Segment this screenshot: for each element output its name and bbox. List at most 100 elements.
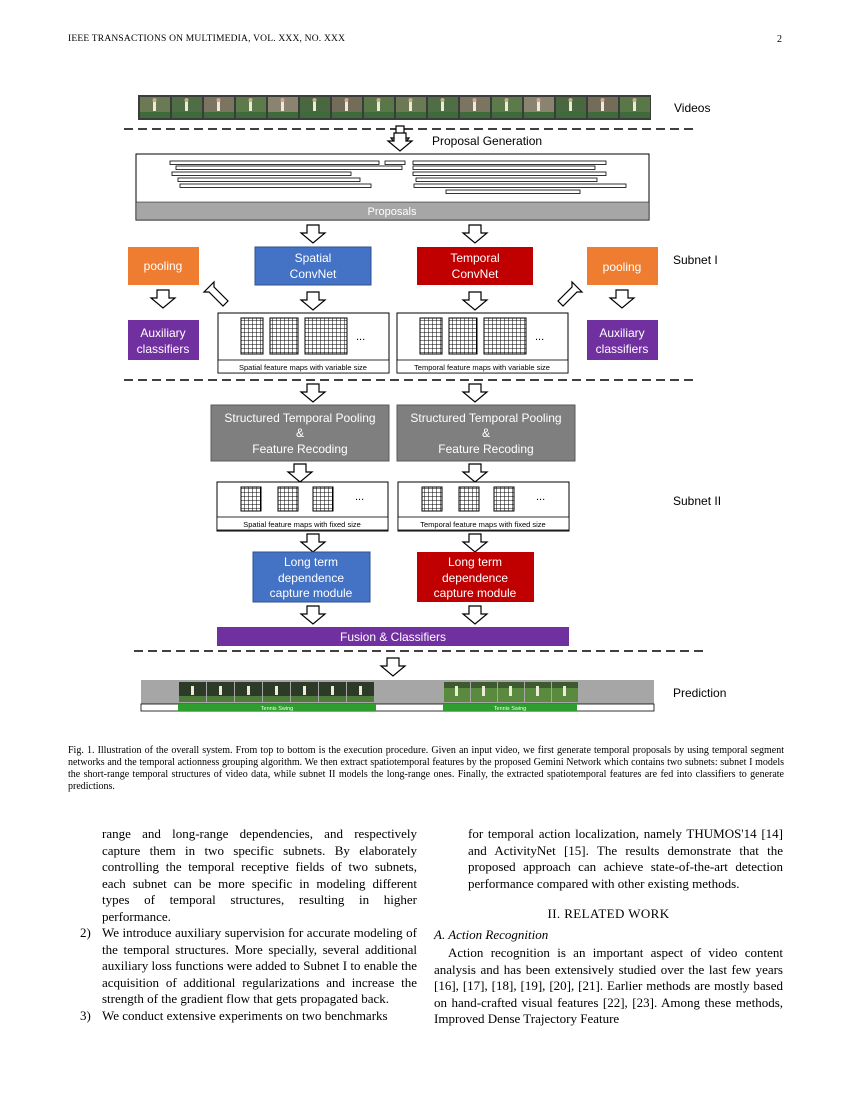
- down-arrow-icon: [461, 224, 489, 244]
- stp-right-box: Structured Temporal Pooling & Feature Re…: [396, 404, 576, 462]
- svg-text:Temporal feature maps with fix: Temporal feature maps with fixed size: [420, 520, 545, 529]
- svg-text:Temporal feature maps with var: Temporal feature maps with variable size: [414, 363, 550, 372]
- system-figure: Videos Proposal Generation Proposals poo…: [124, 95, 726, 712]
- svg-text:Spatial feature maps with fixe: Spatial feature maps with fixed size: [243, 520, 361, 529]
- svg-text:...: ...: [356, 331, 365, 343]
- svg-text:dependence: dependence: [278, 571, 344, 585]
- pooling-left-box: pooling: [128, 247, 199, 285]
- diagonal-arrow-icon: [557, 280, 584, 307]
- prediction-label: Prediction: [673, 686, 726, 700]
- svg-text:Structured Temporal Pooling: Structured Temporal Pooling: [224, 411, 375, 425]
- proposal-bar: [384, 160, 406, 165]
- proposal-bar: [177, 177, 361, 182]
- running-title: IEEE TRANSACTIONS ON MULTIMEDIA, VOL. XX…: [68, 34, 346, 44]
- videos-label: Videos: [674, 101, 710, 115]
- svg-text:capture module: capture module: [270, 586, 353, 600]
- svg-text:Auxiliary: Auxiliary: [140, 326, 185, 340]
- down-arrow-icon: [461, 383, 489, 403]
- temporal-convnet-box: Temporal ConvNet: [417, 247, 533, 285]
- svg-text:Structured Temporal Pooling: Structured Temporal Pooling: [410, 411, 561, 425]
- svg-text:...: ...: [535, 331, 544, 343]
- proposals-box: Proposals: [135, 153, 650, 221]
- ltd-left-box: Long term dependence capture module: [252, 551, 371, 603]
- aux-classifiers-left: Auxiliary classifiers: [128, 320, 199, 360]
- down-arrow-icon: [461, 291, 489, 311]
- down-arrow-icon: [299, 291, 327, 311]
- proposal-bars: [169, 160, 627, 194]
- proposal-bar: [415, 177, 598, 182]
- svg-text:Fusion & Classifiers: Fusion & Classifiers: [340, 630, 446, 644]
- continued-paragraph: for temporal action localization, namely…: [468, 826, 783, 891]
- svg-text:Long term: Long term: [284, 555, 338, 569]
- svg-text:Temporal: Temporal: [450, 251, 499, 265]
- down-arrow-icon: [299, 533, 327, 553]
- svg-text:&: &: [482, 426, 490, 440]
- down-arrow-icon: [149, 289, 177, 309]
- subsection-title: A. Action Recognition: [434, 926, 549, 942]
- svg-text:Spatial: Spatial: [295, 251, 332, 265]
- proposals-label: Proposals: [368, 206, 417, 218]
- down-arrow-icon: [461, 533, 489, 553]
- down-arrow-icon: [608, 289, 636, 309]
- svg-text:&: &: [296, 426, 304, 440]
- svg-text:ConvNet: ConvNet: [452, 267, 499, 281]
- spatial-feature-maps-variable: ... Spatial feature maps with variable s…: [217, 312, 390, 374]
- subnet-2-label: Subnet II: [673, 494, 721, 508]
- body-paragraph: Action recognition is an important aspec…: [434, 945, 783, 1026]
- prediction-strip: Tennis Swing Tennis Swing: [140, 680, 655, 712]
- down-arrow-icon: [386, 132, 414, 152]
- down-arrow-icon: [286, 463, 314, 483]
- svg-text:Feature Recoding: Feature Recoding: [438, 442, 533, 456]
- figure-caption: Fig. 1. Illustration of the overall syst…: [68, 745, 784, 792]
- down-arrow-icon: [299, 383, 327, 403]
- section-title: II. RELATED WORK: [547, 906, 670, 921]
- page-number: 2: [777, 34, 782, 45]
- proposal-generation-label: Proposal Generation: [432, 134, 542, 148]
- svg-text:ConvNet: ConvNet: [290, 267, 337, 281]
- svg-text:Spatial feature maps with vari: Spatial feature maps with variable size: [239, 363, 367, 372]
- svg-text:pooling: pooling: [603, 260, 642, 274]
- spatial-convnet-box: Spatial ConvNet: [254, 246, 372, 286]
- proposal-bar: [175, 165, 403, 170]
- proposal-bar: [412, 165, 596, 170]
- contribution-item: 3) We conduct extensive experiments on t…: [68, 1008, 417, 1025]
- left-column: range and long-range dependencies, and r…: [68, 826, 417, 1024]
- down-arrow-icon: [299, 605, 327, 625]
- right-column: for temporal action localization, namely…: [434, 826, 783, 1028]
- list-text: We conduct extensive experiments on two …: [102, 1007, 388, 1023]
- stp-left-box: Structured Temporal Pooling & Feature Re…: [210, 404, 390, 462]
- svg-text:...: ...: [355, 491, 364, 503]
- down-arrow-icon: [379, 657, 407, 677]
- svg-text:classifiers: classifiers: [137, 342, 190, 356]
- proposal-bar: [445, 189, 581, 194]
- tennis-swing-label: Tennis Swing: [494, 706, 526, 712]
- temporal-feature-maps-variable: ... Temporal feature maps with variable …: [396, 312, 569, 374]
- fusion-classifiers-box: Fusion & Classifiers: [217, 627, 569, 646]
- down-arrow-icon: [461, 605, 489, 625]
- proposal-bar: [413, 183, 627, 188]
- aux-classifiers-right: Auxiliary classifiers: [587, 320, 658, 360]
- svg-text:pooling: pooling: [144, 259, 183, 273]
- svg-text:Feature Recoding: Feature Recoding: [252, 442, 347, 456]
- proposal-bar: [169, 160, 380, 165]
- svg-text:capture module: capture module: [434, 586, 517, 600]
- tennis-swing-label: Tennis Swing: [261, 706, 293, 712]
- temporal-feature-maps-fixed: ... Temporal feature maps with fixed siz…: [397, 481, 570, 532]
- proposal-bar: [412, 160, 607, 165]
- subnet-1-label: Subnet I: [673, 253, 718, 267]
- svg-text:Auxiliary: Auxiliary: [599, 326, 644, 340]
- ltd-right-box: Long term dependence capture module: [417, 552, 534, 602]
- list-number: 3): [80, 1007, 91, 1023]
- spatial-feature-maps-fixed: ... Spatial feature maps with fixed size: [216, 481, 389, 532]
- list-text: We introduce auxiliary supervision for a…: [102, 925, 417, 1006]
- video-strip: [138, 95, 651, 120]
- list-number: 2): [80, 925, 91, 940]
- proposal-bar: [179, 183, 372, 188]
- proposal-bar: [171, 171, 352, 176]
- continued-paragraph: range and long-range dependencies, and r…: [102, 826, 417, 924]
- contribution-item: 2) We introduce auxiliary supervision fo…: [68, 925, 417, 1008]
- svg-text:classifiers: classifiers: [596, 342, 649, 356]
- svg-text:dependence: dependence: [442, 571, 508, 585]
- down-arrow-icon: [461, 463, 489, 483]
